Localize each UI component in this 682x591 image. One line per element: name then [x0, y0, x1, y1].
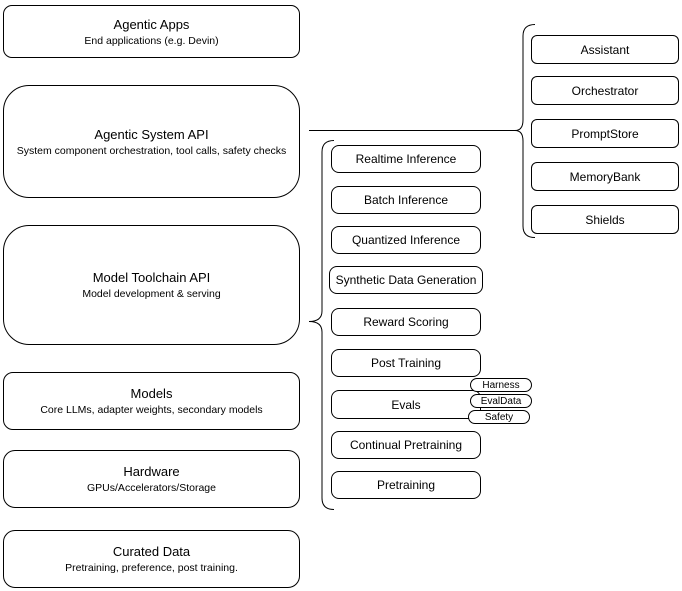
node-reward-scoring: Reward Scoring	[331, 308, 481, 336]
node-eval-safety: Safety	[468, 410, 530, 424]
node-subtitle: End applications (e.g. Devin)	[84, 34, 219, 47]
node-promptstore: PromptStore	[531, 119, 679, 148]
node-agentic-system-api: Agentic System API System component orch…	[3, 85, 300, 198]
node-synthetic-data-generation: Synthetic Data Generation	[329, 266, 483, 294]
node-shields: Shields	[531, 205, 679, 234]
node-eval-harness: Harness	[470, 378, 532, 392]
node-title: Agentic Apps	[113, 16, 190, 32]
node-realtime-inference: Realtime Inference	[331, 145, 481, 173]
node-hardware: Hardware GPUs/Accelerators/Storage	[3, 450, 300, 508]
node-title: Curated Data	[112, 544, 191, 559]
node-models: Models Core LLMs, adapter weights, secon…	[3, 372, 300, 430]
node-subtitle: Core LLMs, adapter weights, secondary mo…	[40, 404, 263, 416]
node-memorybank: MemoryBank	[531, 162, 679, 191]
node-title: Models	[130, 386, 173, 401]
node-title: Model Toolchain API	[92, 270, 211, 285]
node-subtitle: Pretraining, preference, post training.	[65, 562, 238, 574]
node-continual-pretraining: Continual Pretraining	[331, 431, 481, 459]
node-post-training: Post Training	[331, 349, 481, 377]
node-assistant: Assistant	[531, 35, 679, 64]
node-agentic-apps: Agentic Apps End applications (e.g. Devi…	[3, 5, 300, 58]
node-eval-evaldata: EvalData	[470, 394, 532, 408]
node-subtitle: GPUs/Accelerators/Storage	[87, 482, 216, 494]
node-subtitle: System component orchestration, tool cal…	[16, 144, 287, 157]
node-title: Agentic System API	[94, 126, 209, 142]
node-subtitle: Model development & serving	[82, 288, 221, 300]
node-title: Hardware	[123, 464, 180, 479]
node-quantized-inference: Quantized Inference	[331, 226, 481, 254]
node-curated-data: Curated Data Pretraining, preference, po…	[3, 530, 300, 588]
node-evals: Evals	[331, 390, 481, 419]
node-pretraining: Pretraining	[331, 471, 481, 499]
node-batch-inference: Batch Inference	[331, 186, 481, 214]
node-model-toolchain-api: Model Toolchain API Model development & …	[3, 225, 300, 345]
node-orchestrator: Orchestrator	[531, 76, 679, 105]
